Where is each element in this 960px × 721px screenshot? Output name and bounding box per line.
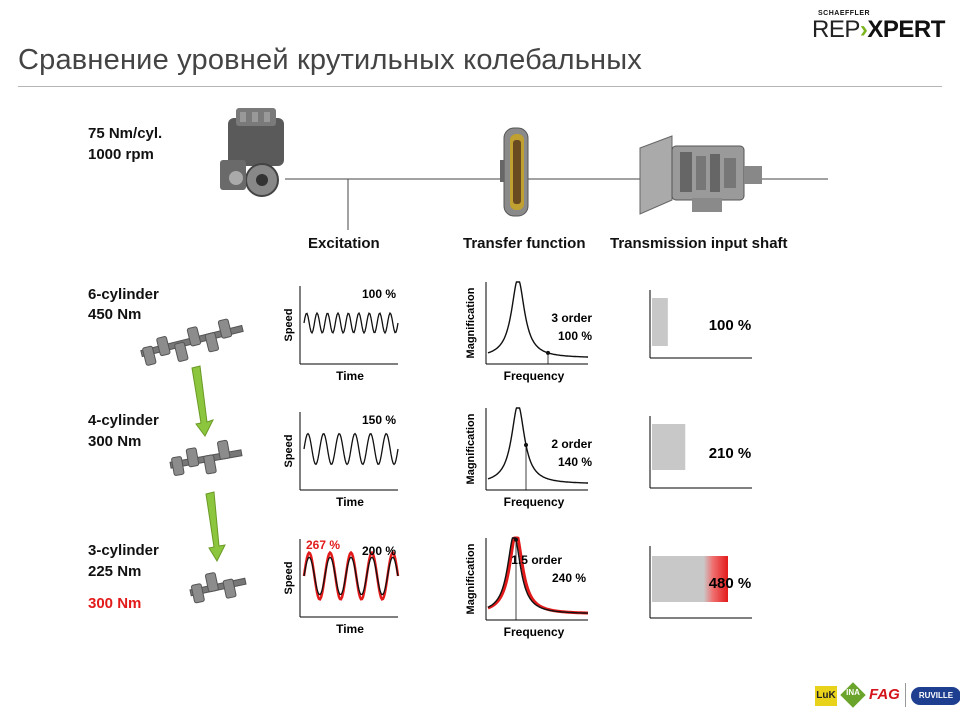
- magnification-curve: [487, 537, 588, 614]
- down-arrow-icon: [205, 491, 226, 563]
- ina-logo-text: INA: [846, 688, 860, 697]
- ruville-logo: RUVILLE: [911, 687, 960, 705]
- y-axis-label: Magnification: [465, 543, 477, 614]
- y-axis-label: Speed: [283, 561, 295, 594]
- flywheel-icon: [500, 127, 529, 217]
- engine-rpm: 1000 rpm: [88, 146, 154, 163]
- row-3-torque-alt: 300 Nm: [88, 595, 142, 612]
- x-axis-label: Frequency: [504, 625, 565, 639]
- x-axis-label: Time: [336, 495, 364, 509]
- column-header-transfer: Transfer function: [463, 235, 586, 252]
- transfer-percent: 240 %: [552, 571, 586, 585]
- brand-xpert: XPERT: [867, 16, 945, 43]
- column-header-excitation: Excitation: [308, 235, 380, 252]
- y-axis-label: Magnification: [465, 287, 477, 358]
- order-label: 1.5 order: [511, 553, 562, 567]
- page-title: Сравнение уровней крутильных колебальных: [18, 44, 642, 76]
- transfer-percent: 100 %: [558, 329, 592, 343]
- transmission-chart-6cyl: 100 %: [649, 290, 752, 359]
- repxpert-logo: SCHAEFFLER REP›XPERT: [812, 10, 945, 44]
- transmission-bar: [652, 556, 728, 602]
- row-1-cylinders: 6-cylinder: [88, 286, 159, 303]
- magnification-curve: [487, 407, 588, 484]
- crankshaft-6cyl-icon: [140, 318, 244, 366]
- transmission-percent: 480 %: [709, 575, 752, 592]
- operating-point: [546, 350, 550, 355]
- row-2-cylinders: 4-cylinder: [88, 412, 159, 429]
- x-axis-label: Time: [336, 369, 364, 383]
- brand-arrow-icon: ›: [859, 16, 868, 43]
- operating-point: [514, 537, 518, 542]
- transmission-percent: 100 %: [709, 317, 752, 334]
- excitation-percent: 200 %: [362, 544, 396, 558]
- transmission-icon: [639, 135, 762, 215]
- column-header-transmission: Transmission input shaft: [610, 235, 788, 252]
- x-axis-label: Time: [336, 622, 364, 636]
- speed-curve: [303, 556, 399, 596]
- drivetrain-illustration: [220, 108, 828, 230]
- luk-logo: LuK: [815, 686, 837, 706]
- excitation-percent: 150 %: [362, 413, 396, 427]
- y-axis-label: Speed: [283, 308, 295, 341]
- magnification-curve: [487, 281, 588, 358]
- title-divider: [18, 86, 942, 87]
- transmission-bar: [652, 424, 686, 470]
- order-label: 3 order: [551, 311, 592, 325]
- speed-curve-alt: [302, 550, 400, 601]
- transmission-chart-3cyl: 480 %: [649, 546, 752, 619]
- engine-icon: [220, 108, 284, 197]
- excitation-percent-alt: 267 %: [306, 538, 340, 552]
- crankshaft-3cyl-icon: [189, 572, 247, 604]
- y-axis-label: Magnification: [465, 413, 477, 484]
- speed-curve: [303, 432, 399, 466]
- down-arrow-icon: [191, 365, 214, 437]
- transfer-percent: 140 %: [558, 455, 592, 469]
- speed-curve: [303, 311, 399, 335]
- row-3-cylinders: 3-cylinder: [88, 542, 159, 559]
- x-axis-label: Frequency: [504, 369, 565, 383]
- crankshaft-4cyl-icon: [169, 439, 243, 476]
- fag-logo: FAG: [869, 686, 900, 703]
- excitation-percent: 100 %: [362, 287, 396, 301]
- transmission-bar: [652, 298, 668, 346]
- engine-torque-per-cyl: 75 Nm/cyl.: [88, 125, 163, 142]
- x-axis-label: Frequency: [504, 495, 565, 509]
- order-label: 2 order: [551, 437, 592, 451]
- row-1-torque: 450 Nm: [88, 306, 142, 323]
- brand-rep: REP: [812, 16, 860, 43]
- transmission-percent: 210 %: [709, 445, 752, 462]
- brand-small: SCHAEFFLER: [818, 10, 871, 17]
- logo-separator: [905, 683, 906, 707]
- row-2-torque: 300 Nm: [88, 433, 142, 450]
- transmission-chart-4cyl: 210 %: [649, 416, 752, 489]
- y-axis-label: Speed: [283, 434, 295, 467]
- row-3-torque: 225 Nm: [88, 563, 142, 580]
- operating-point: [524, 442, 528, 447]
